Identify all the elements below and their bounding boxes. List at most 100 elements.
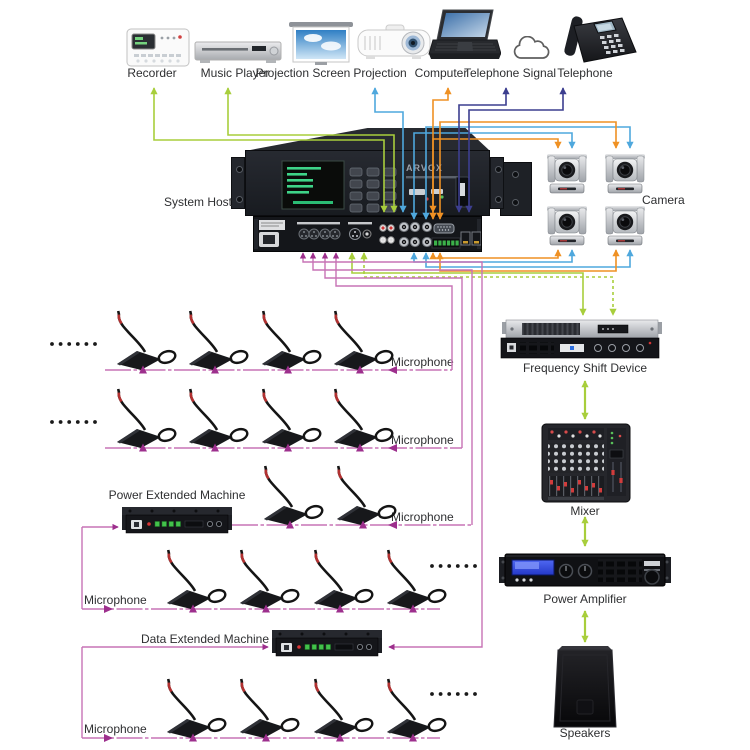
microphone [238,548,302,611]
camera [546,205,588,246]
mic-connector-arrow [262,733,270,742]
mic-connector-arrow [409,733,417,742]
mic-connector-arrow [211,365,219,374]
ellipsis-dots [447,564,452,568]
rj45-ports [460,231,482,246]
ellipsis-dots [67,420,72,424]
speaker [553,646,617,728]
microphone-row4-label: Microphone [84,593,147,607]
cable-camera4-control [436,249,620,272]
data-extended-machine [271,629,383,657]
power-amplifier-label: Power Amplifier [543,592,627,606]
cloud-icon [510,35,554,67]
ellipsis-dots [93,420,97,424]
microphone [165,677,229,740]
mic-connector-arrow [356,365,364,374]
ellipsis-dots [50,342,54,346]
system-host-label: System Host [163,195,232,209]
microphone [332,387,396,450]
xlr-connectors [298,228,372,240]
projection-screen-label: Projection Screen [255,66,351,80]
projection-screen-icon [289,22,353,71]
microphone [262,464,326,527]
projection-label: Projection [353,66,407,80]
ellipsis-dots [464,564,469,568]
host-brand: ARVOX [406,163,443,173]
microphone [260,387,324,450]
ellipsis-dots [447,692,452,696]
laptop-icon [427,8,502,69]
microphone [260,309,324,372]
microphone [385,548,449,611]
host-buttons [349,167,397,213]
ellipsis-dots [473,564,477,568]
mic-connector-arrow [286,520,294,529]
telephone-label: Telephone [557,66,613,80]
amp-display [511,559,555,576]
system-host-front-panel: ARVOX [245,150,490,216]
microphone [115,309,179,372]
telephone-signal-label: Telephone Signal [463,66,557,80]
mic-connector-arrow [409,604,417,613]
cable-host-to-frequency-shift [348,252,587,316]
power-extended-machine-label: Power Extended Machine [108,488,246,502]
system-host-rear-panel [253,216,482,252]
speakers-label: Speakers [559,726,611,740]
microphone-row3-label: Microphone [391,510,454,524]
rca-connectors [379,224,395,244]
microphone [165,548,229,611]
chain-host-row3 [309,252,473,525]
mic-connector-arrow [189,604,197,613]
microphone [187,387,251,450]
ellipsis-dots [93,342,97,346]
ellipsis-dots [75,342,80,346]
mixer-label: Mixer [570,504,600,518]
mic-connector-arrow [139,443,147,452]
ellipsis-dots [473,692,477,696]
recorder-icon [126,26,190,73]
mic-connector-arrow [211,443,219,452]
telephone-icon [560,8,640,69]
ellipsis-dots [438,564,443,568]
microphone [312,548,376,611]
microphone [115,387,179,450]
recorder-label: Recorder [127,66,177,80]
rack-ear [231,157,245,209]
computer-label: Computer [414,66,468,80]
microphone-row2-label: Microphone [391,433,454,447]
data-extended-machine-label: Data Extended Machine [140,632,270,646]
mic-connector-arrow [359,520,367,529]
mic-connector-arrow [336,733,344,742]
chain-host-data-extender [299,252,483,651]
microphone [187,309,251,372]
frequency-shift-device [500,319,662,359]
ellipsis-dots [58,420,63,424]
mic-connector-arrow [284,365,292,374]
camera [604,205,646,246]
power-amplifier [499,553,671,587]
microphone [312,677,376,740]
ellipsis-dots [430,692,434,696]
mic-connector-arrow [189,733,197,742]
microphone [385,677,449,740]
ellipsis-dots [455,692,460,696]
rack-bracket [500,162,532,216]
chain-host-row1 [332,252,453,370]
microphone-row1-label: Microphone [391,355,454,369]
mic-connector-arrow [284,443,292,452]
mic-connector-arrow [336,604,344,613]
mic-connector-arrow [356,443,364,452]
terminal-block [431,237,461,249]
db9-connector [433,223,455,234]
ellipsis-dots [438,692,443,696]
microphone [335,464,399,527]
microphone [332,309,396,372]
chain-host-row2 [321,252,463,448]
camera [546,153,588,194]
rack-ear [490,157,504,209]
ellipsis-dots [84,342,89,346]
ellipsis-dots [455,564,460,568]
camera-label: Camera [642,193,685,207]
ellipsis-dots [84,420,89,424]
